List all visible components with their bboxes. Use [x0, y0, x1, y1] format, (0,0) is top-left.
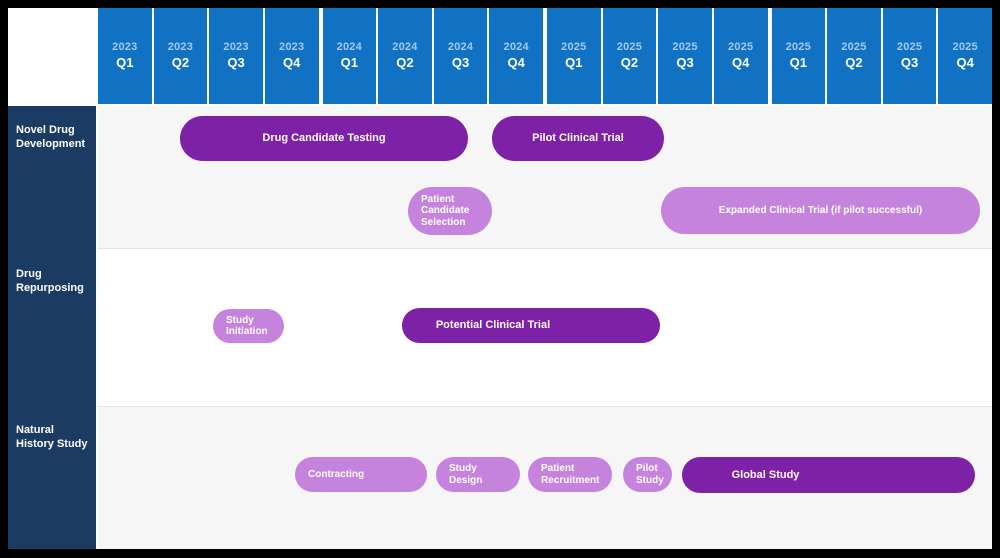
bar-patient-recruitment[interactable]: Patient Recruitment [528, 457, 612, 492]
header-year-label: 2023 [223, 41, 249, 53]
header-year-label: 2024 [447, 41, 474, 53]
bar-expanded-clinical-trial[interactable]: Expanded Clinical Trial (if pilot succes… [661, 187, 980, 234]
header-year-label: 2023 [112, 41, 138, 53]
header-quarter-label: Q1 [565, 54, 583, 70]
header-quarter-label: Q4 [283, 54, 301, 70]
header-year-label: 2025 [672, 41, 698, 53]
header-quarter-label: Q1 [116, 54, 134, 70]
sidebar-label-drug-repurposing: Drug Repurposing [16, 268, 84, 294]
header-year-label: 2024 [336, 41, 362, 53]
header-year-label: 2024 [503, 41, 529, 53]
header-quarter-label: Q4 [507, 54, 525, 70]
bar-pilot-study[interactable]: Pilot Study [623, 457, 672, 492]
header-year-label: 2025 [896, 41, 923, 53]
header-year-label: 2025 [841, 41, 867, 53]
header-year-label: 2025 [561, 41, 587, 53]
header-quarter-label: Q2 [171, 54, 190, 70]
header-quarter-label: Q3 [676, 54, 694, 70]
header-quarter-label: Q3 [451, 54, 470, 70]
header-year-label: 2025 [616, 41, 643, 53]
header-quarter-label: Q1 [340, 54, 358, 70]
sidebar-label-natural-history-study: Natural History Study [16, 424, 88, 450]
bar-potential-clinical-trial[interactable]: Potential Clinical Trial [402, 308, 660, 343]
header-quarter-label: Q4 [732, 54, 750, 70]
header-year-label: 2025 [728, 41, 754, 53]
header-year-label: 2023 [167, 41, 194, 53]
header-quarter-label: Q2 [396, 54, 414, 70]
bar-contracting[interactable]: Contracting [295, 457, 427, 492]
bar-global-study[interactable]: Global Study [682, 457, 975, 493]
sidebar-label-novel-drug-development: Novel Drug Development [16, 124, 86, 150]
header-year-label: 2025 [785, 41, 811, 53]
header-year-label: 2024 [392, 41, 418, 53]
bar-study-initiation[interactable]: Study Initiation [213, 309, 284, 343]
header-year-label: 2025 [952, 41, 978, 53]
header-quarter-label: Q1 [789, 54, 807, 70]
bar-patient-candidate-selection[interactable]: Patient Candidate Selection [408, 187, 492, 235]
row-category-sidebar: Novel Drug Development Drug Repurposing … [8, 106, 96, 549]
bar-pilot-clinical-trial[interactable]: Pilot Clinical Trial [492, 116, 664, 161]
header-quarter-label: Q3 [900, 54, 919, 70]
gantt-bars-layer: Drug Candidate Testing Pilot Clinical Tri… [8, 8, 992, 549]
header-quarter-label: Q4 [956, 54, 974, 70]
header-corner [8, 8, 96, 104]
bar-study-design[interactable]: Study Design [436, 457, 520, 492]
header-year-label: 2023 [279, 41, 305, 53]
bar-drug-candidate-testing[interactable]: Drug Candidate Testing [180, 116, 468, 161]
header-quarter-label: Q3 [227, 54, 245, 70]
header-quarter-label: Q2 [620, 54, 639, 70]
header-quarter-label: Q2 [845, 54, 863, 70]
